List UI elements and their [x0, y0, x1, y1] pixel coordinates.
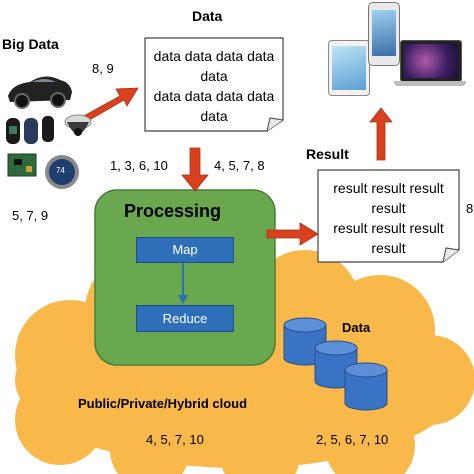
processing-label: Processing [124, 201, 222, 221]
data-store-label: Data [342, 320, 371, 335]
tablet-icon [328, 40, 370, 96]
data-note-line: data data data data [153, 88, 275, 104]
reduce-box: Reduce [136, 305, 234, 332]
cloud-label: Public/Private/Hybrid cloud [78, 396, 248, 411]
number-label: 8 [466, 201, 474, 216]
security-camera-icon [64, 114, 92, 136]
arrow-result-to-devices [369, 107, 393, 161]
result-label: Result [306, 146, 349, 162]
number-label: 4, 5, 7, 10 [146, 432, 204, 447]
data-title-label: Data [192, 8, 223, 24]
number-label: 4, 5, 7, 8 [214, 158, 265, 173]
database-cylinders [283, 317, 388, 411]
circuit-board-icon [7, 153, 37, 177]
data-note-line: data [200, 108, 228, 124]
thermostat-value: 74 [56, 166, 65, 175]
number-label: 2, 5, 6, 7, 10 [316, 432, 389, 447]
result-note-line: result result result [333, 220, 444, 236]
arrow-map-to-reduce [178, 263, 188, 304]
result-note-line: result [371, 240, 406, 256]
result-note-line: result [371, 200, 406, 216]
big-data-label: Big Data [2, 36, 59, 52]
thermostat-icon [45, 155, 79, 189]
data-note: data data data data data data data data … [145, 46, 283, 126]
number-label: 8, 9 [92, 61, 114, 76]
map-box: Map [136, 237, 234, 263]
devices-illustration [328, 2, 466, 96]
result-note-line: result result result [333, 180, 444, 196]
number-label: 5, 7, 9 [12, 208, 49, 223]
result-note: result result result result result resul… [318, 178, 459, 258]
fitness-bands-icon [6, 116, 54, 144]
data-note-line: data [200, 68, 228, 84]
arrow-bigdata-to-data [81, 87, 139, 123]
car-icon [8, 76, 72, 109]
data-note-line: data data data data [153, 48, 275, 64]
laptop-icon [400, 40, 462, 82]
arrow-data-to-processing [181, 147, 209, 192]
phone-icon [368, 2, 400, 66]
number-label: 1, 3, 6, 10 [110, 158, 168, 173]
arrow-processing-to-result [266, 222, 319, 246]
